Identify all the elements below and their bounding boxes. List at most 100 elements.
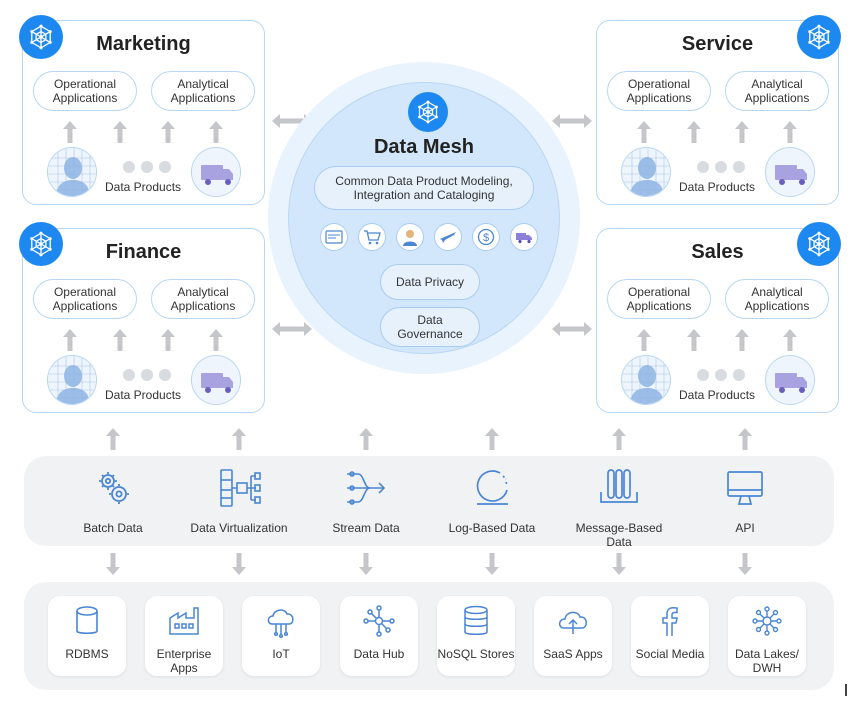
domain-title: Service — [681, 33, 754, 55]
source-rdbms: RDBMS — [48, 596, 126, 676]
network-icon — [752, 606, 782, 636]
data-mesh-icon — [408, 92, 448, 132]
source-label: IoT — [272, 647, 290, 661]
domain-title: Marketing — [96, 33, 191, 55]
dollar-icon: $ — [472, 223, 500, 251]
source-label: Data Hub — [353, 647, 405, 661]
up-arrow-icon — [232, 428, 246, 450]
up-arrow-icon — [63, 329, 77, 351]
up-arrow-icon — [113, 329, 127, 351]
data-products-label: Data Products — [105, 180, 182, 194]
analytical-applications: Analytical Applications — [151, 279, 255, 319]
svg-text:$: $ — [483, 232, 489, 244]
data-governance-pill: Data Governance — [380, 307, 480, 347]
log-icon — [476, 470, 508, 505]
person-icon — [396, 223, 424, 251]
nosql-icon — [464, 605, 488, 635]
data-privacy-pill: Data Privacy — [380, 264, 480, 300]
source-nosql-stores: NoSQL Stores — [437, 596, 515, 676]
stream-icon — [347, 471, 386, 505]
truck-icon — [510, 223, 538, 251]
source-data-lakes-dwh: Data Lakes/ DWH — [728, 596, 806, 676]
integration-label: Message-Based Data — [575, 521, 663, 549]
up-arrow-icon — [106, 428, 120, 450]
integration-batch-data: Batch Data — [58, 466, 168, 535]
up-arrow-icon — [485, 428, 499, 450]
integration-api: API — [690, 466, 800, 535]
up-arrow-icon — [783, 121, 797, 143]
up-arrow-icon — [612, 428, 626, 450]
gears-icon — [99, 472, 129, 504]
up-arrow-icon — [161, 329, 175, 351]
integration-stream-data: Stream Data — [311, 466, 421, 535]
data-mesh-node-icon — [797, 15, 841, 59]
down-arrow-icon — [738, 553, 752, 575]
integration-label: Stream Data — [332, 521, 400, 535]
source-label: RDBMS — [65, 647, 109, 661]
database-icon — [76, 606, 98, 635]
up-arrow-icon — [735, 121, 749, 143]
source-label: Enterprise Apps — [156, 647, 212, 675]
person-icon — [47, 355, 97, 405]
source-data-hub: Data Hub — [340, 596, 418, 676]
up-arrow-icon — [637, 121, 651, 143]
dots-icon — [123, 369, 171, 381]
up-arrow-icon — [687, 329, 701, 351]
down-arrow-icon — [359, 553, 373, 575]
hub-icon — [363, 605, 395, 637]
source-label: Social Media — [635, 647, 705, 661]
source-enterprise-apps: Enterprise Apps — [145, 596, 223, 676]
cart-icon — [358, 223, 386, 251]
up-arrow-icon — [113, 121, 127, 143]
bidirectional-arrow — [552, 322, 592, 336]
person-icon — [47, 147, 97, 197]
truck-icon — [191, 355, 241, 405]
up-arrow-icon — [359, 428, 373, 450]
data-mesh-node-icon — [19, 222, 63, 266]
data-mesh-title: Data Mesh — [373, 136, 475, 158]
truck-icon — [765, 147, 815, 197]
integration-data-virtualization: Data Virtualization — [184, 466, 294, 535]
person-icon — [621, 147, 671, 197]
up-arrow-icon — [209, 329, 223, 351]
domain-marketing: Marketing Operational Applications Analy… — [22, 20, 265, 205]
up-arrow-icon — [63, 121, 77, 143]
bidirectional-arrow — [272, 322, 312, 336]
virtualization-icon — [220, 469, 261, 507]
up-arrow-icon — [209, 121, 223, 143]
source-social-media: Social Media — [631, 596, 709, 676]
down-arrow-icon — [612, 553, 626, 575]
message-queue-icon — [600, 469, 638, 503]
operational-applications: Operational Applications — [33, 279, 137, 319]
domain-title: Finance — [105, 241, 182, 263]
facebook-icon — [662, 606, 678, 636]
domain-title: Sales — [691, 241, 744, 263]
operational-applications: Operational Applications — [607, 279, 711, 319]
data-products-label: Data Products — [105, 388, 182, 402]
domain-sales: Sales Operational Applications Analytica… — [596, 228, 839, 413]
person-icon — [621, 355, 671, 405]
up-arrow-icon — [161, 121, 175, 143]
integration-band — [24, 456, 834, 546]
data-mesh-node-icon — [19, 15, 63, 59]
saas-cloud-icon — [558, 611, 587, 634]
up-arrow-icon — [687, 121, 701, 143]
monitor-icon — [727, 471, 763, 505]
integration-log-based-data: Log-Based Data — [437, 466, 547, 535]
plane-icon — [434, 223, 462, 251]
domain-finance: Finance Operational Applications Analyti… — [22, 228, 265, 413]
factory-icon — [169, 607, 199, 635]
dots-icon — [697, 369, 745, 381]
integration-label: Log-Based Data — [448, 521, 536, 535]
down-arrow-icon — [106, 553, 120, 575]
analytical-applications: Analytical Applications — [151, 71, 255, 111]
data-products-label: Data Products — [679, 388, 756, 402]
integration-label: API — [735, 521, 755, 535]
integration-label: Data Virtualization — [190, 521, 288, 535]
source-label: NoSQL Stores — [437, 647, 515, 661]
dashboard-icon — [320, 223, 348, 251]
operational-applications: Operational Applications — [33, 71, 137, 111]
text-cursor — [845, 684, 847, 696]
analytical-applications: Analytical Applications — [725, 279, 829, 319]
dots-icon — [697, 161, 745, 173]
